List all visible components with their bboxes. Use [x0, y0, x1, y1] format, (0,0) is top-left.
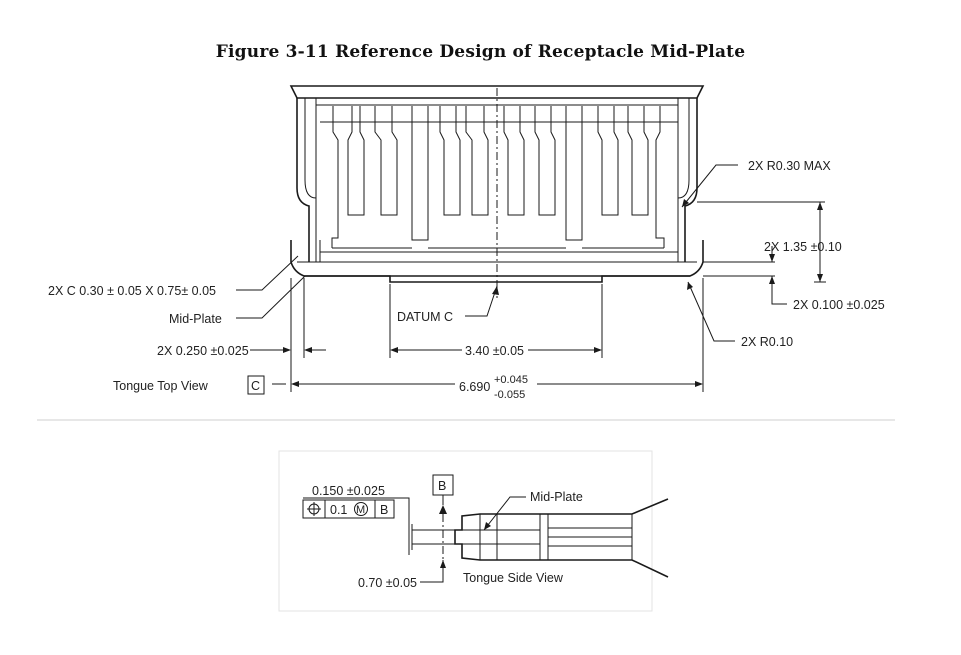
- label-top-view: Tongue Top View: [113, 379, 209, 393]
- label-datum-c: DATUM C: [397, 310, 453, 324]
- label-chamfer: 2X C 0.30 ± 0.05 X 0.75± 0.05: [48, 284, 216, 298]
- label-d070: 0.70 ±0.05: [358, 576, 417, 590]
- contact-pins: [320, 106, 678, 249]
- side-view-frame: [278, 450, 653, 612]
- fcf-modifier: M: [356, 504, 365, 516]
- mmc-symbol: [354, 502, 368, 516]
- datum-c-letter: C: [251, 379, 260, 393]
- label-side-view: Tongue Side View: [463, 571, 564, 585]
- mid-plate: [290, 240, 704, 283]
- label-r030: 2X R0.30 MAX: [748, 159, 831, 173]
- label-t0100: 2X 0.100 ±0.025: [793, 298, 885, 312]
- datum-b-letter: B: [438, 479, 446, 493]
- label-w0250: 2X 0.250 ±0.025: [157, 344, 249, 358]
- fcf-datum: B: [380, 503, 388, 517]
- datum-c-box: [247, 375, 265, 395]
- figure-title: Figure 3-11 Reference Design of Receptac…: [215, 42, 746, 62]
- label-w340: 3.40 ±0.05: [465, 344, 524, 358]
- label-r010: 2X R0.10: [741, 335, 793, 349]
- feature-control-frame: [302, 499, 395, 519]
- tongue-side-view: [302, 474, 669, 583]
- label-tol-plus: +0.045: [494, 374, 528, 386]
- receptacle-top-view: [236, 85, 826, 395]
- label-tol-minus: -0.055: [494, 389, 525, 401]
- label-midplate-side: Mid-Plate: [530, 490, 583, 504]
- label-d0150: 0.150 ±0.025: [312, 484, 385, 498]
- label-midplate-top: Mid-Plate: [169, 312, 222, 326]
- fcf-value: 0.1: [330, 503, 347, 517]
- label-h135: 2X 1.35 ±0.10: [764, 240, 842, 254]
- label-w6690: 6.690: [459, 380, 490, 394]
